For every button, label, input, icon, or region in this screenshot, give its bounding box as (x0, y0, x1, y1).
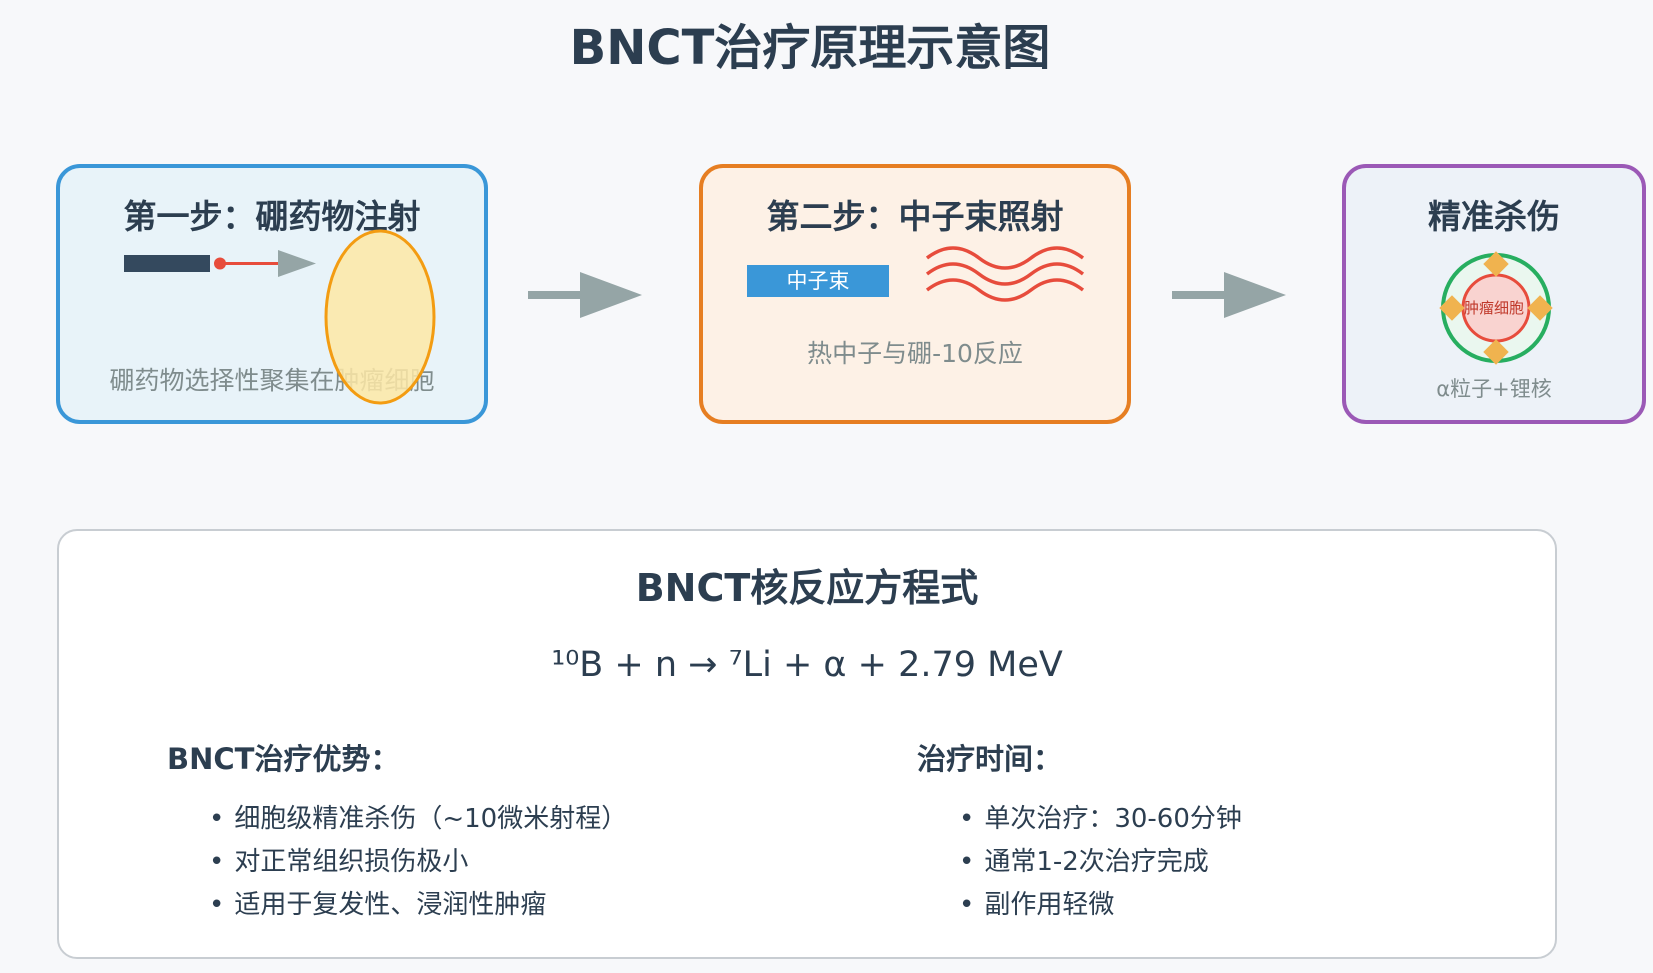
duration-section: 治疗时间： 单次治疗：30-60分钟 通常1-2次治疗完成 副作用轻微 (917, 736, 1242, 927)
step-caption: α粒子+锂核 (1436, 377, 1552, 401)
list-item: 适用于复发性、浸润性肿瘤 (209, 884, 627, 927)
step-caption: 热中子与硼-10反应 (807, 339, 1023, 368)
flow-arrow-icon (528, 272, 642, 318)
step-card-neutron-irradiation: 第二步：中子束照射 中子束 热中子与硼-10反应 (699, 164, 1131, 424)
page-title: BNCT治疗原理示意图 (569, 20, 1051, 76)
tumor-cell-icon (324, 229, 436, 405)
neutron-wave-icon (925, 246, 1085, 302)
step-card-precise-kill: 精准杀伤 肿瘤细胞 α粒子+锂核 (1342, 164, 1646, 424)
nuclear-equation: ¹⁰B + n → ⁷Li + α + 2.79 MeV (551, 645, 1063, 685)
flow-arrow-icon (1172, 272, 1286, 318)
tumor-overlay (324, 229, 436, 405)
list-item: 细胞级精准杀伤（~10微米射程） (209, 798, 627, 841)
injection-illustration (124, 250, 316, 277)
duration-list: 单次治疗：30-60分钟 通常1-2次治疗完成 副作用轻微 (959, 798, 1242, 927)
syringe-icon (124, 255, 210, 272)
step-card-boron-injection: 第一步：硼药物注射 硼药物选择性聚集在肿瘤细胞 (56, 164, 488, 424)
step-title: 第二步：中子束照射 (766, 197, 1064, 236)
advantages-title: BNCT治疗优势： (167, 742, 400, 776)
list-item: 通常1-2次治疗完成 (959, 841, 1242, 884)
neutron-beam-bar: 中子束 (747, 265, 889, 297)
step-title: 精准杀伤 (1428, 197, 1560, 236)
advantages-section: BNCT治疗优势： 细胞级精准杀伤（~10微米射程） 对正常组织损伤极小 适用于… (167, 736, 627, 927)
duration-title: 治疗时间： (917, 742, 1063, 776)
list-item: 副作用轻微 (959, 884, 1242, 927)
arrow-right-icon (278, 250, 316, 277)
list-item: 对正常组织损伤极小 (209, 841, 627, 884)
equation-panel: BNCT核反应方程式 ¹⁰B + n → ⁷Li + α + 2.79 MeV … (57, 529, 1557, 959)
advantages-list: 细胞级精准杀伤（~10微米射程） 对正常组织损伤极小 适用于复发性、浸润性肿瘤 (209, 798, 627, 927)
list-item: 单次治疗：30-60分钟 (959, 798, 1242, 841)
equation-title: BNCT核反应方程式 (635, 566, 979, 610)
step-title: 第一步：硼药物注射 (123, 197, 421, 236)
cell-label: 肿瘤细胞 (1463, 299, 1524, 317)
beam-label: 中子束 (786, 269, 850, 293)
cell-destruction-illustration (1439, 251, 1553, 365)
